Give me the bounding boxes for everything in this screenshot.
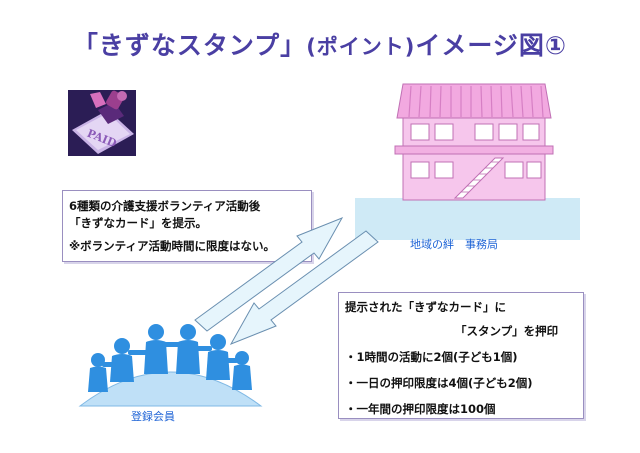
title-sub: (ポイント): [306, 35, 416, 59]
member-line-2: 「きずなカード」を提示。: [69, 216, 207, 230]
page-title: 「きずなスタンプ」(ポイント)イメージ図①: [0, 26, 640, 62]
member-line-1: 6種類の介護支援ボランティア活動後: [69, 199, 261, 213]
office-line-2: 「スタンプ」を押印: [455, 324, 559, 338]
office-line-4: ・一日の押印限度は4個(子ども2個): [345, 376, 533, 390]
ground: [355, 198, 580, 240]
member-line-3: ※ボランティア活動時間に限度はない。: [69, 239, 275, 253]
arrow-to-office: [194, 217, 344, 332]
member-instruction-box: 6種類の介護支援ボランティア活動後 「きずなカード」を提示。 ※ボランティア活動…: [62, 190, 312, 262]
building-illustration: [355, 80, 580, 240]
title-main: 「きずなスタンプ」: [72, 31, 307, 60]
people-circle-illustration: [78, 318, 263, 408]
stamp-clipart-icon: PAID: [68, 90, 136, 156]
members-label: 登録会員: [131, 410, 175, 423]
office-line-5: ・一年間の押印限度は100個: [345, 402, 496, 416]
office-label: 地域の絆 事務局: [410, 238, 498, 251]
office-instruction-box: 提示された「きずなカード」に 「スタンプ」を押印 ・1時間の活動に2個(子ども1…: [338, 292, 584, 419]
arrow-to-members: [229, 230, 379, 345]
title-suffix: イメージ図①: [415, 31, 568, 60]
office-line-3: ・1時間の活動に2個(子ども1個): [345, 350, 518, 364]
office-line-1: 提示された「きずなカード」に: [345, 300, 506, 314]
